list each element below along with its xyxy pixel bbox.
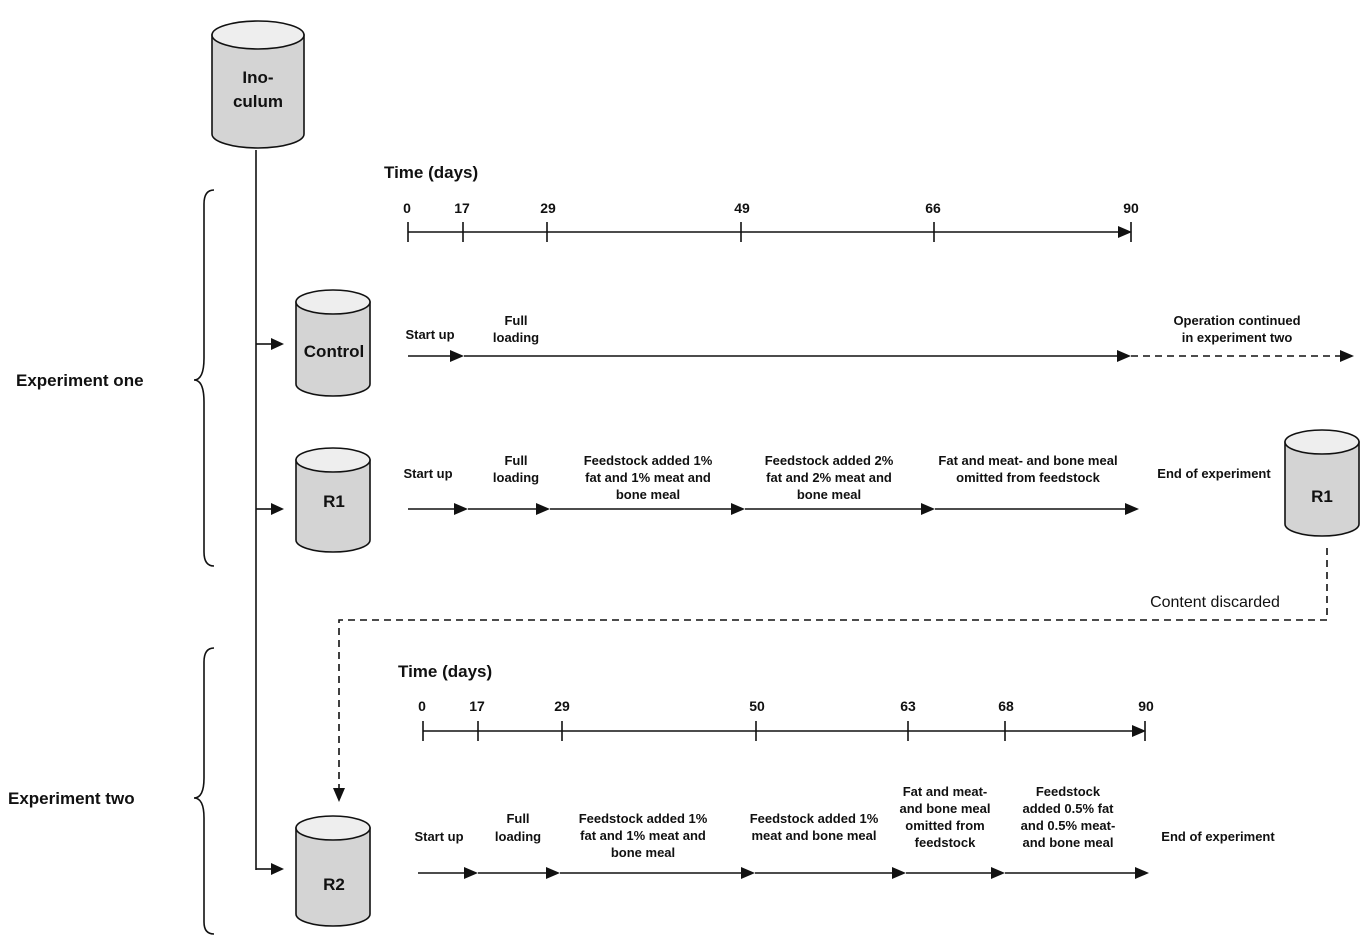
- r1-end-reactor: R1: [1284, 429, 1360, 537]
- experiment-one-label: Experiment one: [16, 371, 144, 390]
- time-tick-label: 50: [749, 698, 765, 714]
- r2-phase-start-up: Start up: [414, 829, 463, 844]
- r2-phase-5-line-2: and bone meal: [899, 801, 990, 816]
- control-phase-full-loading-line-1: Full: [504, 313, 527, 328]
- r1-phase-4-line-2: fat and 2% meat and: [766, 470, 892, 485]
- r2-phase-3-line-2: fat and 1% meat and: [580, 828, 706, 843]
- time-tick-label: 17: [454, 200, 470, 216]
- experiment-two-time-axis: Time (days) 0 17 29 50 63 68 90: [398, 662, 1154, 741]
- r2-phase-full-loading-line-2: loading: [495, 829, 541, 844]
- content-discarded-path: [333, 548, 1328, 802]
- time-tick-label: 17: [469, 698, 485, 714]
- inoculum-label-line-2: culum: [233, 92, 283, 111]
- inoculum-reactor: Ino- culum: [211, 20, 305, 149]
- r2-phase-6-line-3: and 0.5% meat-: [1021, 818, 1116, 833]
- r1-phase-3-line-3: bone meal: [616, 487, 680, 502]
- control-phase-full-loading-line-2: loading: [493, 330, 539, 345]
- time-tick-label: 90: [1138, 698, 1154, 714]
- experiment-one-brace: [193, 189, 215, 567]
- time-tick-label: 49: [734, 200, 750, 216]
- control-phase-start-up: Start up: [405, 327, 454, 342]
- time-axis-title: Time (days): [398, 662, 492, 681]
- control-continuation-line-1: Operation continued: [1173, 313, 1300, 328]
- r2-phase-6-line-2: added 0.5% fat: [1022, 801, 1114, 816]
- r1-phase-full-loading-line-2: loading: [493, 470, 539, 485]
- r1-phase-4-line-1: Feedstock added 2%: [765, 453, 894, 468]
- r2-phase-full-loading-line-1: Full: [506, 811, 529, 826]
- r1-phase-5-line-1: Fat and meat- and bone meal: [938, 453, 1117, 468]
- time-tick-label: 90: [1123, 200, 1139, 216]
- inoculum-label-line-1: Ino-: [242, 68, 273, 87]
- time-tick-label: 29: [540, 200, 556, 216]
- time-axis-title: Time (days): [384, 163, 478, 182]
- r1-end-of-experiment-label: End of experiment: [1157, 466, 1271, 481]
- r1-phase-3-line-1: Feedstock added 1%: [584, 453, 713, 468]
- r2-phase-4-line-1: Feedstock added 1%: [750, 811, 879, 826]
- time-tick-label: 66: [925, 200, 941, 216]
- time-tick-label: 29: [554, 698, 570, 714]
- control-reactor-label: Control: [304, 342, 364, 361]
- time-tick-label: 0: [403, 200, 411, 216]
- time-tick-label: 63: [900, 698, 916, 714]
- experiment-two-label: Experiment two: [8, 789, 135, 808]
- control-continuation-line-2: in experiment two: [1182, 330, 1293, 345]
- r1-reactor: R1: [295, 447, 371, 553]
- experiment-two-brace: [193, 647, 215, 935]
- r1-phase-3-line-2: fat and 1% meat and: [585, 470, 711, 485]
- r1-phase-full-loading-line-1: Full: [504, 453, 527, 468]
- r1-phase-5-line-2: omitted from feedstock: [956, 470, 1101, 485]
- r2-end-of-experiment-label: End of experiment: [1161, 829, 1275, 844]
- r2-reactor: R2: [295, 815, 371, 927]
- r1-phase-start-up: Start up: [403, 466, 452, 481]
- r1-end-reactor-label: R1: [1311, 487, 1333, 506]
- r2-timeline: [418, 867, 1149, 879]
- r1-reactor-label: R1: [323, 492, 345, 511]
- r1-phase-4-line-3: bone meal: [797, 487, 861, 502]
- content-discarded-label: Content discarded: [1150, 594, 1280, 611]
- r2-phase-3-line-3: bone meal: [611, 845, 675, 860]
- r1-timeline: [408, 503, 1139, 515]
- control-timeline: [408, 350, 1354, 362]
- time-tick-label: 68: [998, 698, 1014, 714]
- r2-phase-3-line-1: Feedstock added 1%: [579, 811, 708, 826]
- experiment-one-time-axis: Time (days) 0 17 29 49 66 90: [384, 163, 1139, 242]
- r2-phase-6-line-4: and bone meal: [1022, 835, 1113, 850]
- r2-reactor-label: R2: [323, 875, 345, 894]
- r2-phase-5-line-1: Fat and meat-: [903, 784, 988, 799]
- control-reactor: Control: [295, 289, 371, 397]
- r2-phase-5-line-4: feedstock: [915, 835, 976, 850]
- time-tick-label: 0: [418, 698, 426, 714]
- r2-phase-5-line-3: omitted from: [905, 818, 984, 833]
- r2-phase-4-line-2: meat and bone meal: [752, 828, 877, 843]
- inoculum-distribution-lines: [255, 150, 284, 875]
- r2-phase-6-line-1: Feedstock: [1036, 784, 1101, 799]
